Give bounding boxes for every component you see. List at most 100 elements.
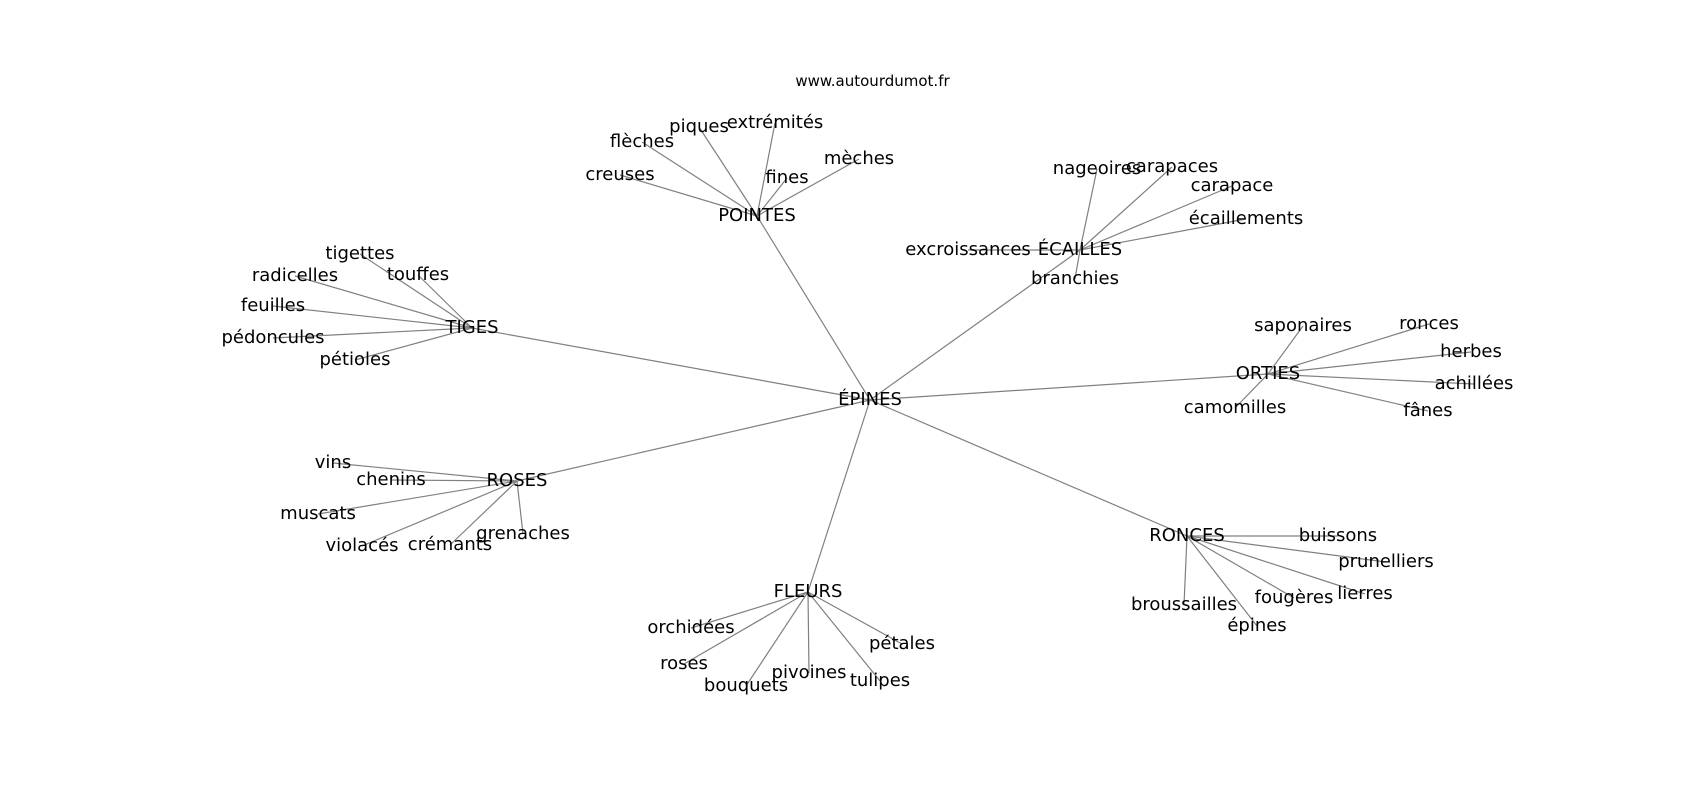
hub-node-label[interactable]: ÉCAILLES: [1038, 238, 1122, 260]
edge-3-5: [1234, 373, 1269, 409]
leaf-node-label[interactable]: bouquets: [704, 675, 788, 696]
edge-4-4: [449, 480, 518, 546]
leaf-node-label[interactable]: écaillements: [1189, 208, 1304, 229]
leaf-node-label[interactable]: branchies: [1031, 268, 1119, 289]
edge-4-3: [361, 480, 518, 547]
leaf-node-label[interactable]: camomilles: [1184, 397, 1286, 418]
edge-1-2: [1079, 185, 1233, 251]
edge-6-4: [807, 591, 881, 682]
hub-node-label[interactable]: FLEURS: [774, 581, 843, 602]
edge-3-1: [1267, 323, 1430, 375]
leaf-node-label[interactable]: fougères: [1255, 587, 1334, 608]
leaf-node-label[interactable]: muscats: [280, 503, 356, 524]
leaf-node-label[interactable]: crémants: [408, 534, 492, 555]
leaf-node-label[interactable]: fânes: [1403, 400, 1452, 421]
leaf-node-label[interactable]: fines: [765, 167, 808, 188]
leaf-node-label[interactable]: pétales: [869, 633, 935, 654]
edge-3-0: [1267, 325, 1304, 375]
edge-1-1: [1079, 166, 1173, 251]
leaf-node-label[interactable]: vins: [315, 452, 351, 473]
leaf-node-label[interactable]: saponaires: [1254, 315, 1352, 336]
edge-2-2: [417, 274, 473, 329]
edge-1-3: [1079, 218, 1247, 251]
leaf-node-label[interactable]: lierres: [1337, 583, 1393, 604]
leaf-node-label[interactable]: prunelliers: [1338, 551, 1434, 572]
edge-4-0: [332, 462, 518, 482]
hub-node-label[interactable]: ORTIES: [1236, 363, 1300, 384]
edge-6-0: [690, 591, 809, 629]
leaf-node-label[interactable]: broussailles: [1131, 594, 1237, 615]
edge-3-3: [1267, 373, 1475, 385]
edge-4-1: [390, 479, 518, 482]
leaf-node-label[interactable]: orchidées: [647, 617, 734, 638]
edge-5-5: [1186, 535, 1258, 627]
edge-6-1: [683, 591, 809, 665]
edge-3-4: [1267, 373, 1429, 412]
edge-2-3: [272, 305, 473, 329]
hub-node-label[interactable]: POINTES: [718, 205, 796, 226]
edge-center-4: [516, 399, 871, 482]
leaf-node-label[interactable]: buissons: [1299, 525, 1377, 546]
edge-5-1: [1186, 535, 1387, 563]
leaf-node-label[interactable]: mèches: [824, 148, 894, 169]
edge-2-4: [272, 327, 473, 339]
leaf-node-label[interactable]: carapaces: [1126, 156, 1218, 177]
leaf-node-label[interactable]: épines: [1227, 615, 1286, 636]
leaf-node-label[interactable]: tigettes: [325, 243, 394, 264]
site-watermark: www.autourdumot.fr: [795, 72, 950, 90]
leaf-node-label[interactable]: grenaches: [476, 523, 570, 544]
hub-node-label[interactable]: TIGES: [444, 317, 498, 338]
leaf-node-label[interactable]: ronces: [1399, 313, 1459, 334]
leaf-node-label[interactable]: herbes: [1440, 341, 1502, 362]
leaf-node-label[interactable]: chenins: [356, 469, 426, 490]
edge-0-4: [756, 177, 788, 217]
leaf-node-label[interactable]: achillées: [1435, 373, 1514, 394]
edge-center-2: [471, 327, 871, 401]
leaf-node-label[interactable]: tulipes: [850, 670, 910, 691]
edge-0-3: [756, 122, 776, 217]
leaf-node-label[interactable]: nageoires: [1053, 158, 1141, 179]
edge-center-0: [756, 215, 871, 401]
leaf-node-label[interactable]: feuilles: [241, 295, 305, 316]
leaf-node-label[interactable]: flèches: [610, 131, 674, 152]
edge-0-2: [698, 126, 758, 217]
edge-1-5: [1074, 249, 1081, 280]
edge-center-5: [869, 399, 1188, 537]
leaf-node-label[interactable]: piques: [669, 116, 729, 137]
leaf-node-label[interactable]: pétioles: [319, 349, 390, 370]
leaf-node-label[interactable]: creuses: [585, 164, 654, 185]
leaf-node-label[interactable]: extrémités: [727, 112, 824, 133]
edge-2-1: [294, 275, 473, 329]
leaf-node-label[interactable]: excroissances: [905, 239, 1031, 260]
leaf-node-label[interactable]: pédoncules: [221, 327, 324, 348]
edge-0-1: [641, 141, 758, 217]
edge-0-5: [756, 158, 860, 217]
edge-4-2: [317, 480, 518, 515]
edge-3-2: [1267, 351, 1472, 375]
leaf-node-label[interactable]: carapace: [1191, 175, 1274, 196]
edge-center-3: [869, 373, 1269, 401]
edge-0-0: [619, 174, 758, 217]
edge-center-6: [807, 399, 871, 593]
edge-center-1: [869, 249, 1081, 401]
leaf-node-label[interactable]: violacés: [325, 535, 398, 556]
edge-6-5: [807, 591, 903, 645]
hub-node-label[interactable]: ROSES: [487, 470, 548, 491]
leaf-node-label[interactable]: touffes: [387, 264, 449, 285]
edge-5-4: [1183, 535, 1188, 606]
leaf-node-label[interactable]: radicelles: [252, 265, 338, 286]
edge-6-2: [745, 591, 809, 687]
leaf-node-label[interactable]: pivoines: [772, 662, 847, 683]
center-node-label[interactable]: ÉPINES: [838, 388, 902, 410]
edge-1-0: [1079, 168, 1098, 251]
edge-5-2: [1186, 535, 1366, 595]
leaf-node-label[interactable]: roses: [660, 653, 708, 674]
edge-4-5: [516, 480, 524, 535]
edge-6-3: [807, 591, 810, 674]
edge-5-3: [1186, 535, 1295, 599]
edge-2-0: [359, 253, 473, 329]
graph-edges: [272, 122, 1475, 687]
hub-node-label[interactable]: RONCES: [1149, 525, 1225, 546]
